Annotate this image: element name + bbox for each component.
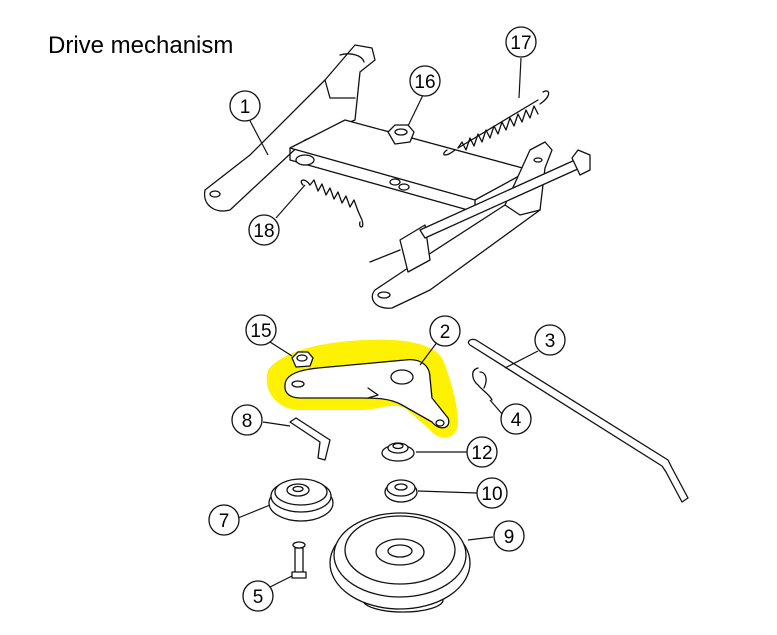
callout-3: 3	[534, 324, 566, 356]
callout-2: 2	[429, 315, 461, 347]
part-18-spring	[300, 179, 364, 228]
part-5-bolt	[291, 541, 307, 579]
callout-label: 17	[510, 33, 531, 54]
callout-12: 12	[466, 436, 498, 468]
part-15-nut	[291, 351, 314, 368]
part-10-bearing	[384, 479, 418, 503]
leader-lines	[237, 57, 539, 589]
callout-label: 7	[219, 511, 230, 532]
diagram-title: Drive mechanism	[48, 32, 234, 59]
callout-label: 12	[471, 443, 492, 464]
callout-label: 10	[481, 484, 502, 505]
callout-label: 18	[253, 221, 274, 242]
part-7-pulley	[268, 478, 334, 522]
part-16-nut	[387, 124, 415, 145]
callout-label: 15	[250, 321, 271, 342]
callout-17: 17	[505, 26, 537, 58]
callout-label: 8	[242, 411, 253, 432]
part-2-arm-plate	[284, 359, 450, 429]
part-9-pulley	[329, 512, 471, 613]
callout-label: 4	[511, 410, 522, 431]
callout-1: 1	[229, 90, 261, 122]
callout-16: 16	[409, 65, 441, 97]
callout-18: 18	[248, 214, 280, 246]
callout-5: 5	[242, 580, 274, 612]
part-17-spring	[443, 90, 550, 156]
callout-label: 9	[504, 527, 515, 548]
callout-9: 9	[493, 520, 525, 552]
part-3-rod	[467, 338, 689, 503]
callout-7: 7	[208, 504, 240, 536]
callout-label: 16	[414, 72, 435, 93]
callout-4: 4	[500, 403, 532, 435]
part-4-clip	[472, 367, 493, 401]
callout-label: 3	[545, 331, 556, 352]
part-12-bushing	[381, 442, 415, 462]
callout-8: 8	[231, 404, 263, 436]
callout-label: 1	[240, 97, 251, 118]
callout-label: 5	[253, 587, 264, 608]
callout-label: 2	[440, 322, 451, 343]
part-8-bracket	[289, 417, 331, 461]
callout-10: 10	[476, 477, 508, 509]
part-1-frame	[203, 44, 591, 309]
callout-15: 15	[245, 314, 277, 346]
